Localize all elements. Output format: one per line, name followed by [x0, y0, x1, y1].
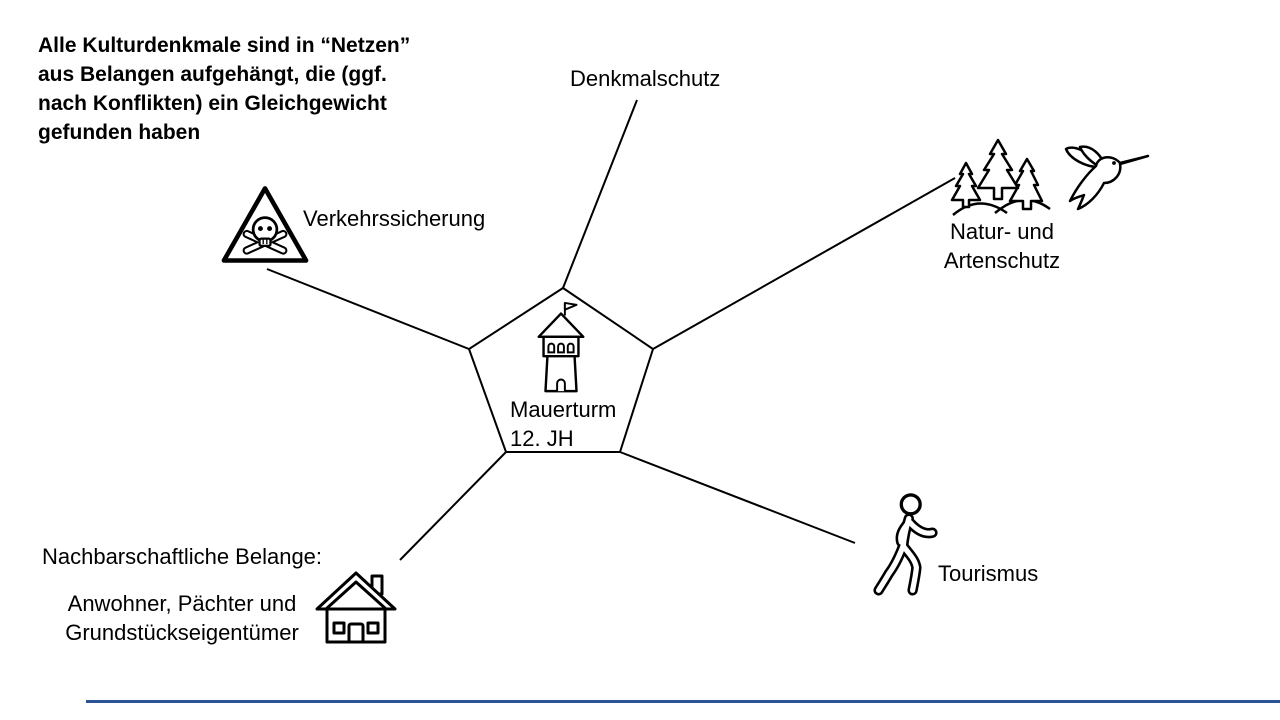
line-to-denkmalschutz — [562, 99, 638, 289]
house-icon — [315, 571, 397, 644]
center-title: Mauerturm — [510, 397, 617, 422]
forest-icon — [950, 138, 1051, 216]
line-to-verkehrssicherung — [266, 268, 470, 350]
naturschutz-label-line1: Natur- und — [950, 219, 1054, 244]
naturschutz-label-line2: Artenschutz — [943, 248, 1061, 273]
nachbarschaft-label-block: Nachbarschaftliche Belange: Anwohner, Pä… — [24, 542, 340, 647]
spacer — [24, 571, 340, 589]
skull-warning-triangle-icon — [221, 186, 309, 263]
denkmalschutz-label: Denkmalschutz — [570, 66, 721, 91]
walking-person-icon — [873, 493, 938, 596]
tourismus-label: Tourismus — [938, 561, 1039, 586]
note-line: nach Konflikten) ein Gleichgewicht — [38, 92, 387, 115]
hummingbird-icon — [1064, 145, 1150, 211]
line-to-tourismus — [619, 451, 856, 544]
verkehrssicherung-label: Verkehrssicherung — [303, 206, 486, 231]
note-line: gefunden haben — [38, 121, 201, 144]
naturschutz-label: Natur- und Artenschutz — [928, 217, 1076, 275]
nachbarschaft-line1: Anwohner, Pächter und — [67, 591, 297, 616]
note-line: Alle Kulturdenkmale sind in “Netzen” — [38, 34, 411, 57]
tower-with-flag-icon — [537, 301, 585, 393]
note-line: aus Belangen aufgehängt, die (ggf. — [38, 63, 387, 86]
line-to-naturschutz — [652, 177, 956, 350]
center-label: Mauerturm 12. JH — [510, 395, 616, 453]
center-subtitle: 12. JH — [510, 426, 574, 451]
nachbarschaft-line2: Grundstückseigentümer — [65, 620, 299, 645]
line-to-nachbarschaft — [399, 451, 507, 561]
slide-footer-rule — [86, 700, 1280, 703]
note-text-block: Alle Kulturdenkmale sind in “Netzen” aus… — [38, 31, 410, 147]
nachbarschaft-heading: Nachbarschaftliche Belange: — [41, 544, 323, 569]
